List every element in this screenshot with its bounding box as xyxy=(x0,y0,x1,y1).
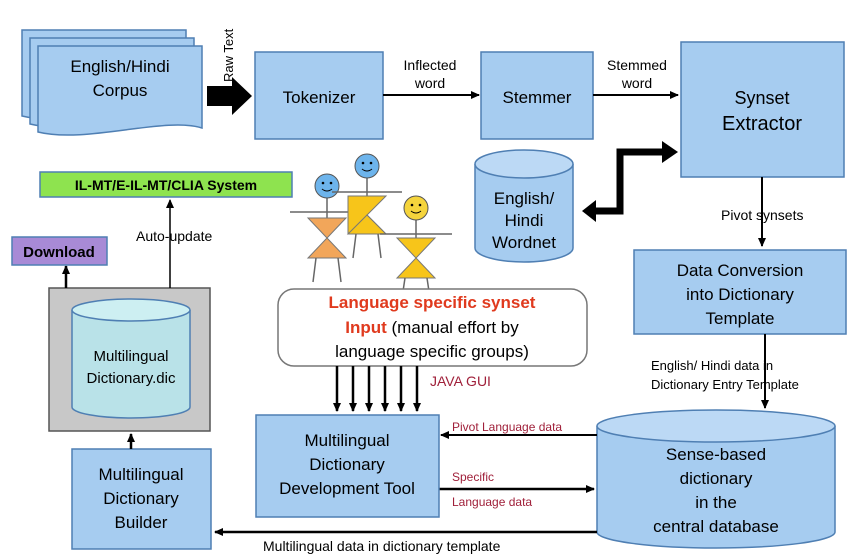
java-gui-label: JAVA GUI xyxy=(430,373,491,389)
db-label-4: central database xyxy=(653,517,779,536)
devtool-label-2: Dictionary xyxy=(309,455,385,474)
raw-text-arrow: Raw Text xyxy=(207,28,252,115)
auto-update-label: Auto-update xyxy=(136,228,212,244)
ilmt-system-box: IL-MT/E-IL-MT/CLIA System xyxy=(39,171,293,198)
java-gui-arrows xyxy=(333,366,421,412)
stemmed-label-2: word xyxy=(621,75,652,91)
extractor-label-1: Synset xyxy=(734,88,789,108)
synset-extractor-box: Synset Extractor xyxy=(680,41,845,178)
multilingual-data-label: Multilingual data in dictionary template xyxy=(263,538,501,554)
stemmed-label-1: Stemmed xyxy=(607,57,667,73)
dictionary-builder-box: Multilingual Dictionary Builder xyxy=(71,448,212,550)
builder-label-1: Multilingual xyxy=(98,465,183,484)
stemmer-label: Stemmer xyxy=(503,88,572,107)
builder-label-3: Builder xyxy=(115,513,168,532)
synset-input-red-1: Language specific synset xyxy=(329,293,536,312)
person-yellow-top xyxy=(332,153,402,259)
stemmer-box: Stemmer xyxy=(480,51,594,140)
wordnet-label-3: Wordnet xyxy=(492,233,556,252)
synset-input-line-2: Input (manual effort by xyxy=(345,318,519,337)
synset-input-box: Language specific synset Input (manual e… xyxy=(277,288,588,367)
eh-data-label-2: Dictionary Entry Template xyxy=(651,377,799,392)
inflected-label-2: word xyxy=(414,75,445,91)
specific-label-2: Language data xyxy=(452,495,532,509)
corpus-document: English/Hindi Corpus xyxy=(21,29,203,136)
central-database-cylinder: Sense-based dictionary in the central da… xyxy=(596,409,836,549)
person-yellow-right xyxy=(380,195,452,299)
raw-text-label: Raw Text xyxy=(221,28,236,82)
tokenizer-box: Tokenizer xyxy=(254,51,384,140)
synset-input-black-3: language specific groups) xyxy=(335,342,529,361)
synset-input-black-2: (manual effort by xyxy=(387,318,519,337)
conversion-label-2: into Dictionary xyxy=(686,285,794,304)
pivot-language-label: Pivot Language data xyxy=(452,420,562,434)
synset-input-red-2: Input xyxy=(345,318,387,337)
tokenizer-label: Tokenizer xyxy=(283,88,356,107)
corpus-label-1: English/Hindi xyxy=(70,57,169,76)
wordnet-label-1: English/ xyxy=(494,189,555,208)
inflected-label-1: Inflected xyxy=(404,57,457,73)
wordnet-label-2: Hindi xyxy=(505,211,544,230)
builder-label-2: Dictionary xyxy=(103,489,179,508)
specific-label-1: Specific xyxy=(452,470,494,484)
dictionary-file-label-2: Dictionary.dic xyxy=(87,370,176,387)
conversion-label-3: Template xyxy=(706,309,775,328)
download-button[interactable]: Download xyxy=(11,236,108,266)
extractor-label-2: Extractor xyxy=(722,113,802,135)
data-conversion-box: Data Conversion into Dictionary Template xyxy=(633,249,847,335)
eh-data-label-1: English/ Hindi data in xyxy=(651,358,773,373)
conversion-label-1: Data Conversion xyxy=(677,261,804,280)
person-orange xyxy=(290,173,364,283)
people-figures xyxy=(290,153,452,299)
corpus-label-2: Corpus xyxy=(93,81,148,100)
db-label-1: Sense-based xyxy=(666,445,766,464)
development-tool-box: Multilingual Dictionary Development Tool xyxy=(255,414,440,518)
wordnet-extractor-arrow xyxy=(582,141,678,222)
db-label-2: dictionary xyxy=(680,469,753,488)
dictionary-file-panel: Multilingual Dictionary.dic xyxy=(48,287,211,432)
dictionary-file-label-1: Multilingual xyxy=(93,348,168,365)
devtool-label-3: Development Tool xyxy=(279,479,415,498)
wordnet-cylinder: English/ Hindi Wordnet xyxy=(474,149,574,263)
system-label: IL-MT/E-IL-MT/CLIA System xyxy=(75,177,257,193)
download-label: Download xyxy=(23,244,95,261)
db-label-3: in the xyxy=(695,493,737,512)
pivot-synsets-label: Pivot synsets xyxy=(721,207,803,223)
devtool-label-1: Multilingual xyxy=(304,431,389,450)
